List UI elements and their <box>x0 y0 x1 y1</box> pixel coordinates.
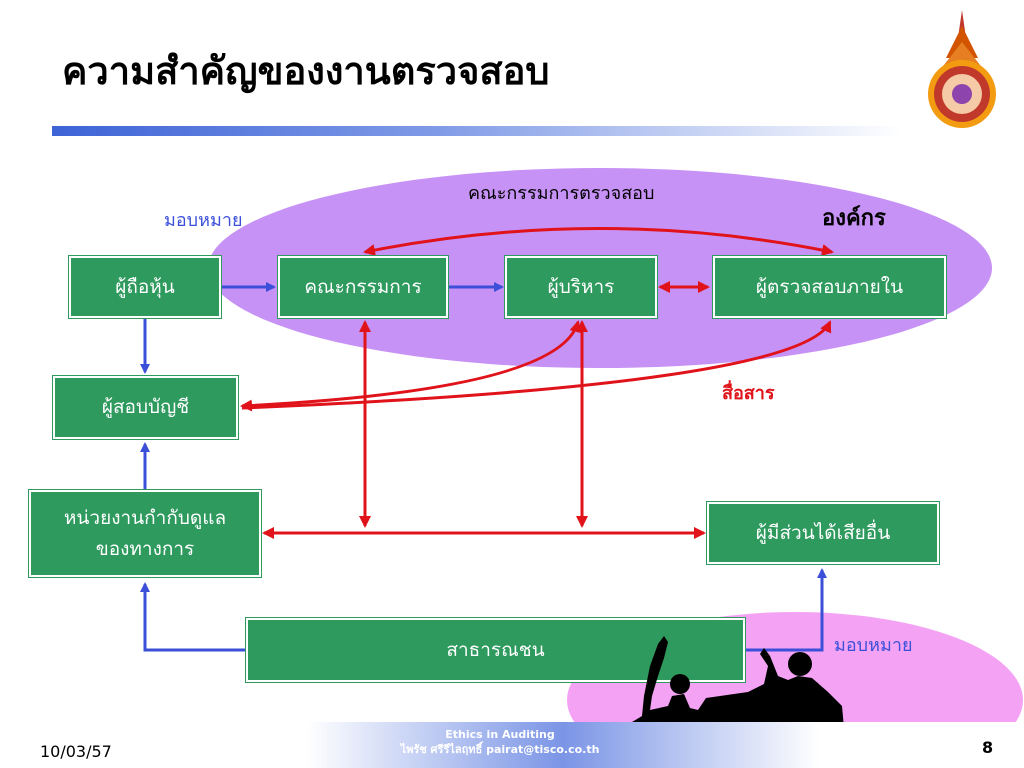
node-auditor-text: ผู้สอบบัญชี <box>101 396 190 419</box>
footer-bar <box>0 722 1024 768</box>
footer-center: Ethics in Auditing ไพรัช ศรีรีไลฤทธิ์ pa… <box>380 728 620 758</box>
node-regulator-line1: หน่วยงานกำกับดูแล <box>63 507 227 530</box>
pointing-people-silhouette-icon <box>630 636 844 736</box>
university-seal-icon <box>928 10 996 128</box>
audit-committee-label: คณะกรรมการตรวจสอบ <box>468 183 655 204</box>
arrow-public-to-regulator <box>140 582 246 652</box>
page-number: 8 <box>982 738 994 757</box>
node-internal-auditor-text: ผู้ตรวจสอบภายใน <box>755 275 904 298</box>
node-stakeholders: ผู้มีส่วนได้เสียอื่น <box>707 502 939 564</box>
node-stakeholders-text: ผู้มีส่วนได้เสียอื่น <box>755 521 891 544</box>
title-underline <box>52 126 902 136</box>
arrow-board-internal-auditor <box>363 227 834 256</box>
delegate-bottom-label: มอบหมาย <box>834 635 913 656</box>
node-shareholders: ผู้ถือหุ้น <box>69 256 221 318</box>
footer-author: ไพรัช ศรีรีไลฤทธิ์ pairat@tisco.co.th <box>400 742 600 756</box>
node-auditor: ผู้สอบบัญชี <box>53 376 238 439</box>
node-executives: ผู้บริหาร <box>505 256 657 318</box>
node-board: คณะกรรมการ <box>278 256 448 318</box>
node-shareholders-text: ผู้ถือหุ้น <box>115 275 175 298</box>
delegate-top-label: มอบหมาย <box>164 210 243 231</box>
footer-date: 10/03/57 <box>40 742 112 761</box>
communicate-label: สื่อสาร <box>722 383 775 404</box>
node-regulator-line2: ของทางการ <box>95 537 195 560</box>
node-board-text: คณะกรรมการ <box>304 275 422 298</box>
footer-course-title: Ethics in Auditing <box>445 728 555 741</box>
arrow-auditor-internal-auditor <box>241 320 832 410</box>
arrow-auditor-executives <box>240 320 582 412</box>
page-title: ความสำคัญของงานตรวจสอบ <box>62 49 550 93</box>
arrow-public-to-stakeholders <box>745 568 827 652</box>
node-public-text: สาธารณชน <box>446 638 545 661</box>
node-internal-auditor: ผู้ตรวจสอบภายใน <box>713 256 946 318</box>
organization-label: องค์กร <box>822 206 886 231</box>
node-regulator: หน่วยงานกำกับดูแล ของทางการ <box>29 490 261 577</box>
node-executives-text: ผู้บริหาร <box>547 275 615 298</box>
